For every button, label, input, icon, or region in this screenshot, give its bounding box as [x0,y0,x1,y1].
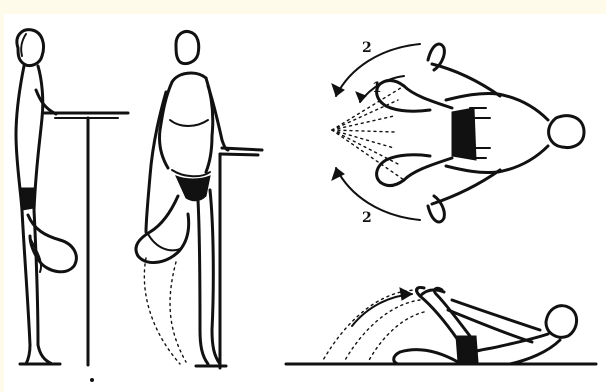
stray-mark [91,379,94,382]
arrow-label-2-top: 2 [362,40,372,56]
lying-side-figure [286,287,596,364]
standing-front-figure [136,32,262,369]
arrow-label-2-bottom: 2 [362,210,372,226]
standing-side-figure [16,30,128,365]
lying-top-figure: 2 1 2 [332,40,584,226]
arrow-label-1: 1 [372,80,382,96]
